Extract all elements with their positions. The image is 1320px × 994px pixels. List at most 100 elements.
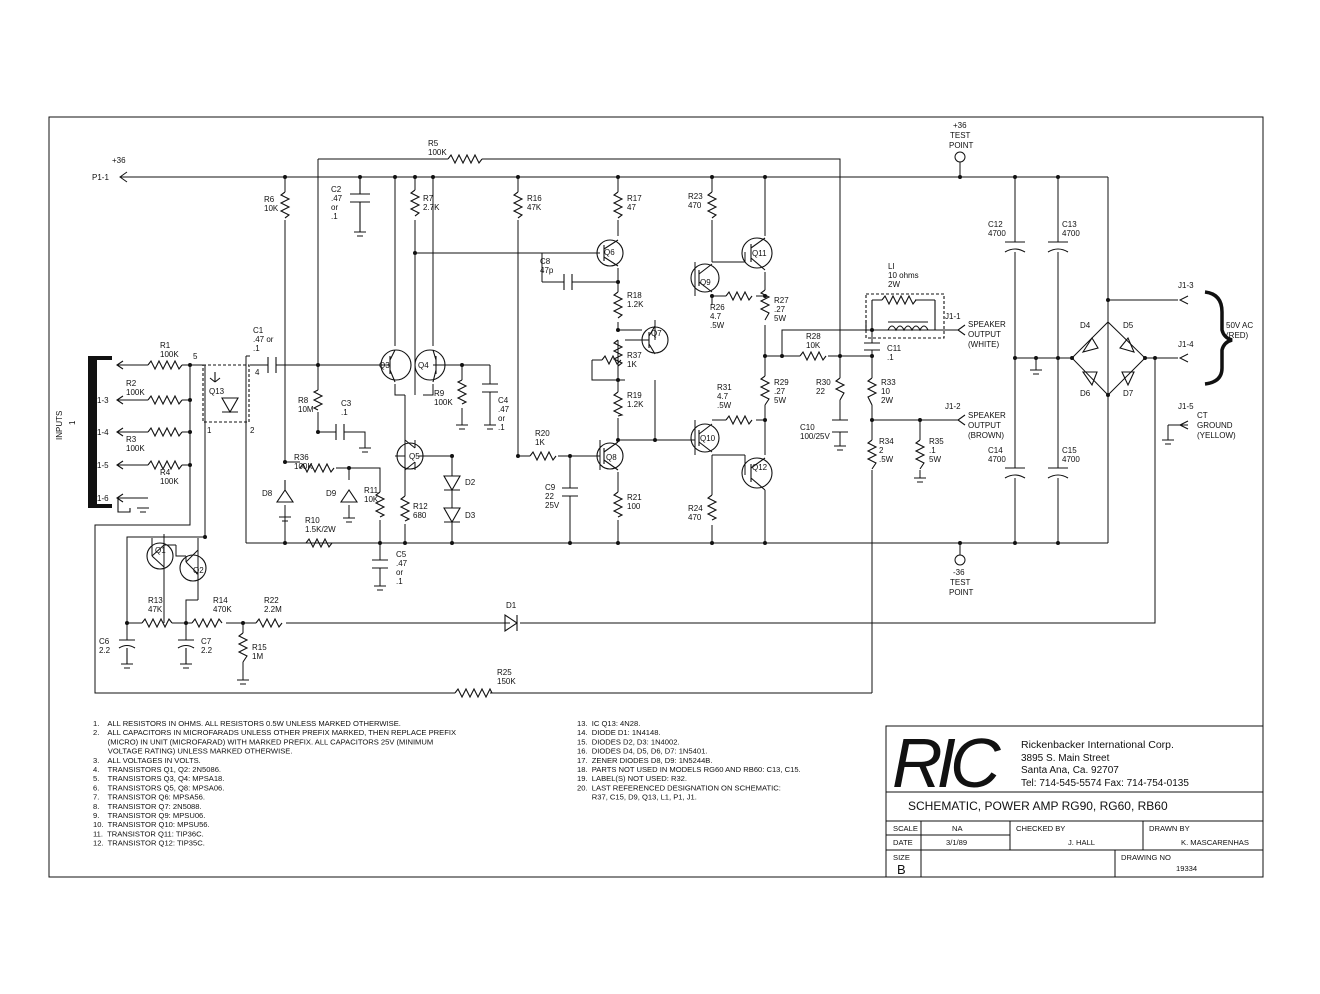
label-r35: R35	[929, 437, 944, 446]
transistors	[146, 237, 773, 582]
size-value: B	[897, 862, 906, 877]
label-r27: R27	[774, 296, 789, 305]
grounds	[117, 231, 1174, 685]
label-q4: Q4	[418, 361, 429, 370]
label-c11: C11	[887, 344, 902, 353]
j1-4-label: J1-4	[1178, 340, 1194, 349]
label-r9-line2: 100K	[434, 398, 453, 407]
notes: 1. ALL RESISTORS IN OHMS. ALL RESISTORS …	[93, 719, 801, 848]
label-c5-line2: .47	[396, 559, 408, 568]
note-left-11: 9. TRANSISTOR Q9: MPSU06.	[93, 811, 205, 820]
label-c3-line2: .1	[341, 408, 348, 417]
j1-2-label: J1-2	[945, 402, 961, 411]
date-label: DATE	[893, 838, 913, 847]
title-block	[885, 725, 1264, 878]
label-c12-line2: 4700	[988, 229, 1006, 238]
label-c11-line2: .1	[887, 353, 894, 362]
label-c2: C2	[331, 185, 342, 194]
label-q9: Q9	[700, 278, 711, 287]
label-c4: C4	[498, 396, 509, 405]
label-c10-line2: 100/25V	[800, 432, 830, 441]
label-r33-line2: 10	[881, 387, 890, 396]
note-right-6: 18. PARTS NOT USED IN MODELS RG60 AND RB…	[577, 765, 801, 774]
label-r14-line2: 470K	[213, 605, 232, 614]
label-r28: R28	[806, 332, 821, 341]
label-c2-line2: .47	[331, 194, 343, 203]
test-point-top-line1: +36	[953, 121, 967, 130]
label-r34: R34	[879, 437, 894, 446]
label-r15: R15	[252, 643, 267, 652]
component-labels: R1100KR2100KR3100KR4100KR5100KR610KR72.7…	[99, 139, 1134, 686]
label-d3: D3	[465, 511, 476, 520]
label-q11: Q11	[752, 249, 767, 258]
label-r12: R12	[413, 502, 428, 511]
input-pin-1: 1	[68, 420, 77, 425]
label-c9: C9	[545, 483, 556, 492]
label-d6: D6	[1080, 389, 1091, 398]
supply-positive-label: +36	[112, 156, 126, 165]
ac-color-label: (RED)	[1226, 331, 1249, 340]
label-r27-line2: .27	[774, 305, 786, 314]
label-r19-line2: 1.2K	[627, 400, 644, 409]
label-r15-line2: 1M	[252, 652, 263, 661]
label-r33-line3: 2W	[881, 396, 893, 405]
label-r29-line3: 5W	[774, 396, 786, 405]
drawn-value: K. MASCARENHAS	[1181, 838, 1249, 847]
note-left-10: 8. TRANSISTOR Q7: 2N5088.	[93, 802, 202, 811]
label-r30: R30	[816, 378, 831, 387]
label-r3-line2: 100K	[126, 444, 145, 453]
label-r20-line2: 1K	[535, 438, 545, 447]
j1-5-line4: (YELLOW)	[1197, 431, 1236, 440]
q13-pin-2: 2	[250, 426, 255, 435]
input-connector-bar	[88, 358, 97, 506]
test-point-positive[interactable]	[954, 151, 966, 163]
drawn-label: DRAWN BY	[1149, 824, 1190, 833]
label-r10-line2: 1.5K/2W	[305, 525, 336, 534]
label-d2: D2	[465, 478, 476, 487]
label-r1-line2: 100K	[160, 350, 179, 359]
j1-5-label: J1-5	[1178, 402, 1194, 411]
note-left-6: 4. TRANSISTORS Q1, Q2: 2N5086.	[93, 765, 221, 774]
note-left-3: (MICRO) IN UNIT (MICROFARAD) WITH MARKED…	[93, 737, 433, 746]
test-point-top-line3: POINT	[949, 141, 974, 150]
checked-label: CHECKED BY	[1016, 824, 1065, 833]
label-l1-line2: 10 ohms	[888, 271, 919, 280]
label-r26-line2: 4.7	[710, 312, 722, 321]
label-c1-line3: .1	[253, 344, 260, 353]
label-r13: R13	[148, 596, 163, 605]
label-d9: D9	[326, 489, 337, 498]
company-street: 3895 S. Main Street	[1021, 753, 1110, 764]
label-r22-line2: 2.2M	[264, 605, 282, 614]
test-point-negative[interactable]	[954, 554, 966, 566]
label-c7: C7	[201, 637, 212, 646]
label-r23-line2: 470	[688, 201, 702, 210]
company-city: Santa Ana, Ca. 92707	[1021, 765, 1119, 776]
label-c5-line4: .1	[396, 577, 403, 586]
label-c12: C12	[988, 220, 1003, 229]
note-left-4: VOLTAGE RATING) UNLESS MARKED OTHERWISE.	[93, 747, 292, 756]
capacitors	[118, 177, 1069, 664]
inductor-l1	[865, 293, 945, 339]
note-right-4: 16. DIODES D4, D5, D6, D7: 1N5401.	[577, 747, 707, 756]
note-left-12: 10. TRANSISTOR Q10: MPSU56.	[93, 820, 210, 829]
label-r17-line2: 47	[627, 203, 636, 212]
label-r31-line3: .5W	[717, 401, 732, 410]
label-r16: R16	[527, 194, 542, 203]
label-r10: R10	[305, 516, 320, 525]
inputs-label: INPUTS	[55, 411, 64, 440]
label-c8: C8	[540, 257, 551, 266]
label-r5: R5	[428, 139, 439, 148]
input-pin-1-3: 1-3	[97, 396, 109, 405]
scale-label: SCALE	[893, 824, 918, 833]
j1-2-line3: OUTPUT	[968, 421, 1001, 430]
label-c10: C10	[800, 423, 815, 432]
label-r26-line3: .5W	[710, 321, 725, 330]
label-r29: R29	[774, 378, 789, 387]
label-q13: Q13	[209, 387, 225, 396]
label-r31: R31	[717, 383, 732, 392]
company-logo: RIC	[892, 724, 1001, 802]
label-q5: Q5	[409, 452, 420, 461]
rail-connector-label: P1-1	[92, 173, 109, 182]
